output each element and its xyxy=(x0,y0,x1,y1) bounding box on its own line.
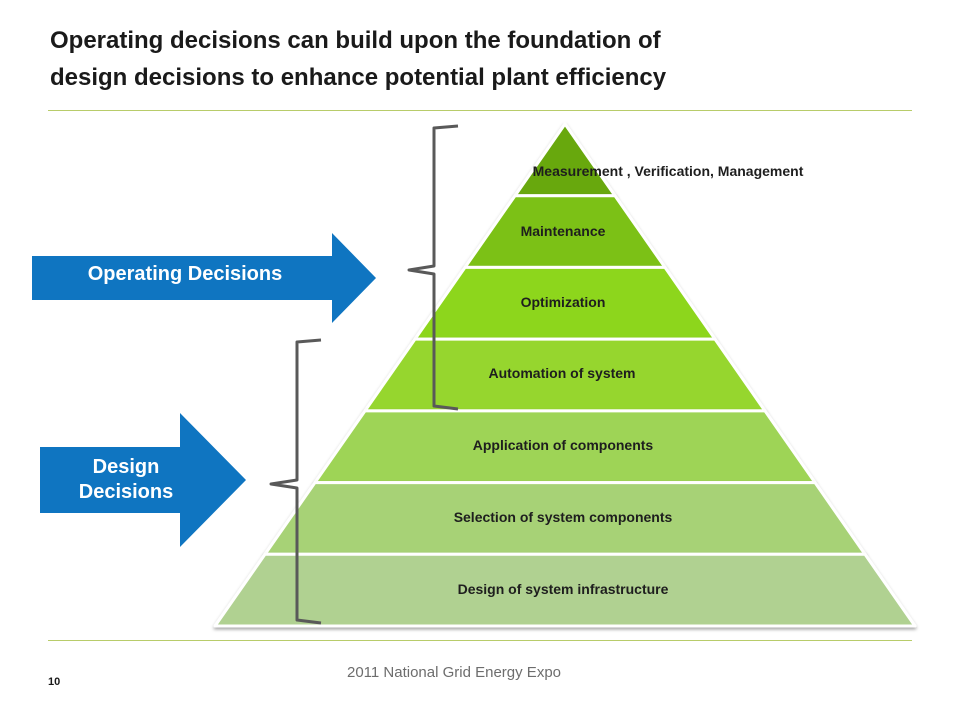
pyramid-tier-label-1: Measurement , Verification, Management xyxy=(533,163,804,179)
pyramid-tier-7 xyxy=(213,552,917,628)
pyramid-tier-label-6: Selection of system components xyxy=(454,509,673,525)
pyramid-tier-label-2: Maintenance xyxy=(521,223,606,239)
operating-decisions-bracket xyxy=(407,124,459,411)
design-decisions-label-line-1: Design xyxy=(92,456,160,478)
design-decisions-label-line-2: Decisions xyxy=(78,481,174,503)
operating-decisions-arrow xyxy=(32,233,376,323)
page-number: 10 xyxy=(48,676,61,688)
pyramid-tiers: Measurement , Verification, ManagementMa… xyxy=(213,122,917,628)
pyramid-tier-label-7: Design of system infrastructure xyxy=(458,581,669,597)
slide-title-line-1: Operating decisions can build upon the f… xyxy=(50,27,661,54)
pyramid-tier-label-5: Application of components xyxy=(473,437,654,453)
pyramid-tier-label-4: Automation of system xyxy=(488,365,635,381)
design-decisions-bracket xyxy=(269,338,322,625)
slide-title: Operating decisions can build upon the f… xyxy=(50,22,930,96)
slide-title-line-2: design decisions to enhance potential pl… xyxy=(50,64,667,91)
operating-decisions-label: Operating Decisions xyxy=(87,263,283,285)
design-decisions-arrow xyxy=(40,413,246,547)
bottom-divider xyxy=(48,640,912,641)
pyramid-tier-label-3: Optimization xyxy=(521,294,606,310)
top-divider xyxy=(48,110,912,111)
pyramid-tier-1 xyxy=(513,122,617,198)
design-decisions-label: Design Decisions xyxy=(40,455,212,505)
footer-text: 2011 National Grid Energy Expo xyxy=(346,664,561,681)
